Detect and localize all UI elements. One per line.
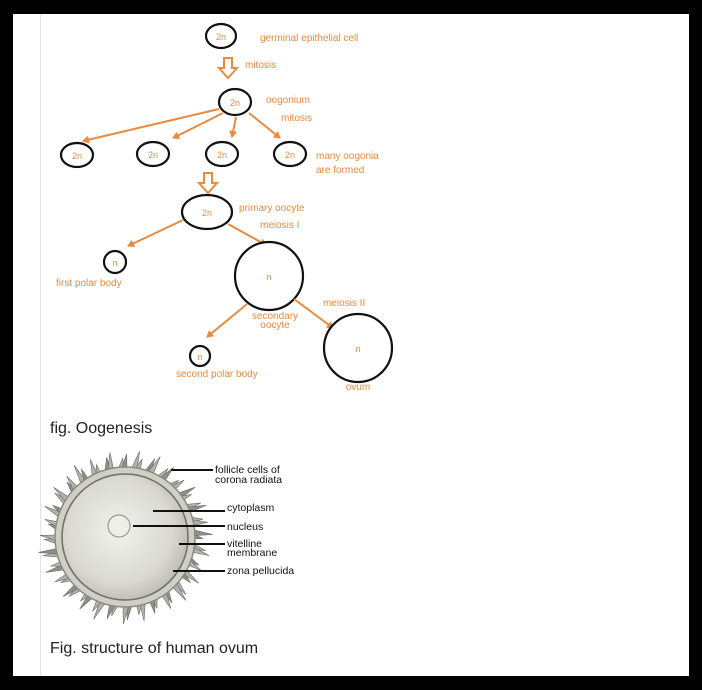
oogonium-cell-4: 2n [272, 140, 308, 168]
nucleus-label: nucleus [227, 521, 263, 533]
human-ovum-illustration [38, 451, 214, 625]
second-polar-body-label: second polar body [176, 369, 258, 380]
germinal-cell-label: germinal epithelial cell [260, 33, 358, 44]
zona-pellucida-label: zona pellucida [227, 565, 294, 577]
meiosis-2-label: meiosis II [323, 298, 365, 309]
oogonia-arrows [82, 108, 281, 144]
mitosis-label-1: mitosis [245, 60, 276, 71]
germinal-epithelial-cell: 2n [204, 22, 238, 50]
ovum-pointer-lines [133, 469, 225, 572]
secondary-oocyte-cell: n [233, 240, 305, 312]
ovum-label: ovum [346, 382, 370, 393]
left-gutter-line [40, 14, 41, 676]
germinal-cell-ploidy: 2n [216, 32, 226, 42]
primary-oocyte-ploidy: 2n [202, 208, 212, 218]
primary-oocyte-cell: 2n [180, 193, 234, 231]
follicle-cells-label-line1: follicle cells of [215, 464, 280, 476]
ovum-structure-caption: Fig. structure of human ovum [50, 640, 259, 657]
oogonium-cell-2: 2n [135, 140, 171, 168]
oogonium-cell-3: 2n [204, 140, 240, 168]
oogonium-label: oogonium [266, 95, 310, 106]
ovum-labels: follicle cells of corona radiata cytopla… [215, 464, 294, 577]
block-arrow-1 [216, 57, 240, 80]
follicle-cells-label-line2: corona radiata [215, 474, 282, 486]
first-polar-body-label: first polar body [56, 278, 122, 289]
oogonium-cell-3-ploidy: 2n [217, 150, 227, 160]
oogonium-cell-2-ploidy: 2n [148, 150, 158, 160]
second-polar-body-cell: n [188, 344, 212, 368]
secondary-oocyte-label-line1: secondary [252, 311, 298, 322]
vitelline-membrane-label-line2: membrane [227, 547, 277, 559]
primary-oocyte-label: primary oocyte [239, 203, 305, 214]
oogonium-cell-1: 2n [59, 141, 95, 169]
meiosis-1-arrows [127, 219, 267, 248]
oogonia-label-line2: are formed [316, 165, 364, 176]
ovum-ploidy: n [355, 344, 360, 354]
oogenesis-caption: fig. Oogenesis [50, 420, 153, 437]
oogonium-ploidy: 2n [230, 98, 240, 108]
cytoplasm-label: cytoplasm [227, 502, 275, 514]
secondary-oocyte-ploidy: n [266, 272, 271, 282]
vitelline-membrane-label-line1: vitelline [227, 538, 262, 550]
oogonium-cell: 2n [217, 87, 253, 117]
page: 2n germinal epithelial cell mitosis 2n o… [13, 14, 689, 676]
mitosis-label-2: mitosis [281, 113, 312, 124]
secondary-oocyte-label-line2: oocyte [260, 320, 290, 331]
ovum-cell: n [322, 312, 394, 384]
vitelline-membrane [61, 473, 189, 601]
meiosis-2-arrows [206, 298, 334, 338]
first-polar-body-cell: n [102, 249, 128, 275]
first-polar-body-ploidy: n [112, 258, 117, 268]
oogenesis-diagram: 2n germinal epithelial cell mitosis 2n o… [38, 22, 394, 625]
oogonia-label-line1: many oogonia [316, 151, 379, 162]
second-polar-body-ploidy: n [197, 352, 202, 362]
meiosis-1-label: meiosis I [260, 220, 299, 231]
block-arrow-2 [196, 172, 220, 195]
ovum-nucleus [107, 514, 131, 538]
oogonium-cell-4-ploidy: 2n [285, 150, 295, 160]
oogonium-cell-1-ploidy: 2n [72, 151, 82, 161]
